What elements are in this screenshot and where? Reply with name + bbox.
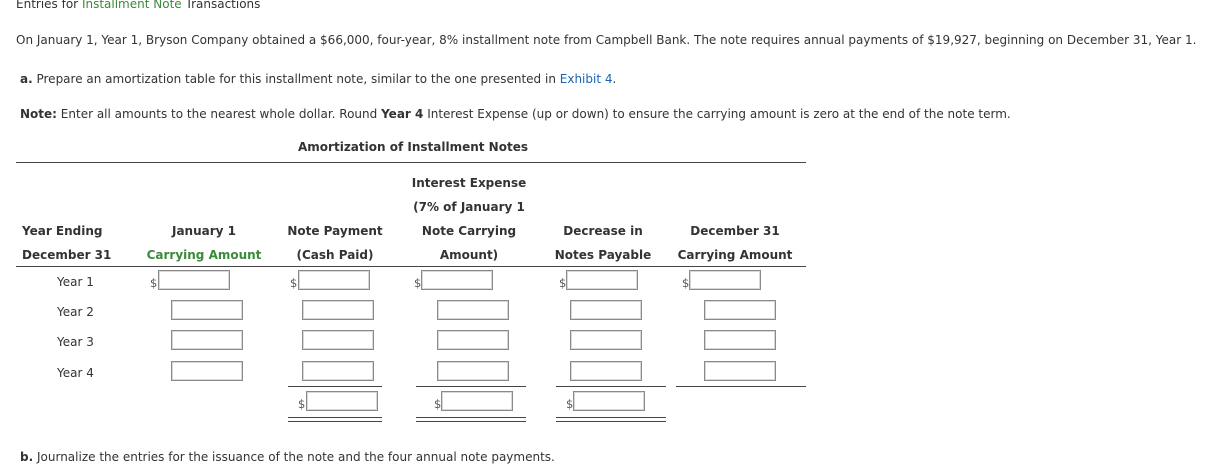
interest-total-double-rule <box>416 417 526 422</box>
col-header-interest-line2: (7% of January 1 <box>413 200 525 214</box>
jan1-carrying-input-year-1[interactable] <box>158 270 230 290</box>
decrease-notes-input-year-4[interactable] <box>570 361 642 381</box>
dollar-sign: $ <box>290 276 298 290</box>
table-caption: Amortization of Installment Notes <box>298 140 528 154</box>
jan1-carrying-input-year-2[interactable] <box>171 300 243 320</box>
note-text-2: Interest Expense (up or down) to ensure … <box>427 107 1011 121</box>
note-bold-year: Year 4 <box>381 107 424 121</box>
row-label-year-4: Year 4 <box>57 366 94 380</box>
interest-expense-input-year-2[interactable] <box>437 300 509 320</box>
dec31-rule <box>676 386 806 387</box>
payment-total-double-rule <box>288 417 382 422</box>
dollar-sign: $ <box>150 276 158 290</box>
interest-expense-input-year-1[interactable] <box>421 270 493 290</box>
jan1-carrying-input-year-4[interactable] <box>171 361 243 381</box>
part-b-label: b. <box>20 450 34 464</box>
col-header-decrease-line2: Notes Payable <box>554 248 652 262</box>
col-header-dec31-line1: December 31 <box>690 224 780 238</box>
note-payment-input-year-1[interactable] <box>298 270 370 290</box>
col-header-payment: Note Payment (Cash Paid) <box>280 219 390 267</box>
col-header-year-ending-line2: December 31 <box>22 248 112 262</box>
dec31-carrying-input-year-1[interactable] <box>689 270 761 290</box>
col-header-decrease-line1: Decrease in <box>563 224 643 238</box>
row-label-year-3: Year 3 <box>57 335 94 349</box>
title-link[interactable]: Installment Note <box>81 0 182 11</box>
payment-total-input[interactable] <box>306 391 378 411</box>
dollar-sign: $ <box>566 397 574 411</box>
decrease-total-input[interactable] <box>573 391 645 411</box>
problem-intro: On January 1, Year 1, Bryson Company obt… <box>16 33 1197 47</box>
dollar-sign: $ <box>559 276 567 290</box>
note-payment-input-year-4[interactable] <box>302 361 374 381</box>
row-label-year-2: Year 2 <box>57 305 94 319</box>
dollar-sign: $ <box>434 397 442 411</box>
page-title: Entries for Installment Note Transaction… <box>16 0 260 11</box>
jan1-carrying-input-year-3[interactable] <box>171 330 243 350</box>
interest-expense-input-year-3[interactable] <box>437 330 509 350</box>
note-text-1: Enter all amounts to the nearest whole d… <box>60 107 378 121</box>
decrease-total-double-rule <box>556 417 666 422</box>
header-bottom-rule <box>16 266 806 267</box>
col-header-interest-line3: Note Carrying <box>421 224 517 238</box>
col-header-dec31-line2: Carrying Amount <box>677 248 793 262</box>
col-header-year-ending: Year Ending December 31 <box>16 219 118 267</box>
dec31-carrying-input-year-2[interactable] <box>704 300 776 320</box>
decrease-notes-input-year-2[interactable] <box>570 300 642 320</box>
col-header-jan1-line2[interactable]: Carrying Amount <box>146 248 262 262</box>
col-header-jan1: January 1 Carrying Amount <box>142 219 266 267</box>
exhibit-link[interactable]: Exhibit 4 <box>559 72 613 86</box>
col-header-decrease: Decrease in Notes Payable <box>550 219 656 267</box>
interest-expense-input-year-4[interactable] <box>437 361 509 381</box>
dollar-sign: $ <box>414 276 422 290</box>
col-header-interest: Interest Expense (7% of January 1 Note C… <box>400 171 538 267</box>
decrease-total-rule <box>556 386 666 387</box>
title-suffix: Transactions <box>185 0 261 11</box>
title-prefix: Entries for <box>16 0 79 11</box>
col-header-year-ending-line1: Year Ending <box>22 224 103 238</box>
note-payment-input-year-3[interactable] <box>302 330 374 350</box>
row-label-year-1: Year 1 <box>57 275 94 289</box>
col-header-interest-line1: Interest Expense <box>411 176 527 190</box>
part-a-end: . <box>612 72 617 86</box>
part-a-text: Prepare an amortization table for this i… <box>36 72 556 86</box>
interest-total-input[interactable] <box>441 391 513 411</box>
col-header-interest-line4: Amount) <box>439 248 499 262</box>
col-header-dec31: December 31 Carrying Amount <box>672 219 798 267</box>
note-instruction: Note: Enter all amounts to the nearest w… <box>20 107 1011 121</box>
col-header-jan1-line1: January 1 <box>171 224 236 238</box>
dec31-carrying-input-year-3[interactable] <box>704 330 776 350</box>
note-label: Note: <box>20 107 57 121</box>
part-a-instruction: a. Prepare an amortization table for thi… <box>20 72 616 86</box>
decrease-notes-input-year-1[interactable] <box>566 270 638 290</box>
part-a-label: a. <box>20 72 33 86</box>
interest-total-rule <box>416 386 526 387</box>
note-payment-input-year-2[interactable] <box>302 300 374 320</box>
decrease-notes-input-year-3[interactable] <box>570 330 642 350</box>
payment-total-rule <box>288 386 382 387</box>
part-b-text: Journalize the entries for the issuance … <box>36 450 555 464</box>
dec31-carrying-input-year-4[interactable] <box>704 361 776 381</box>
dollar-sign: $ <box>682 276 690 290</box>
col-header-payment-line1: Note Payment <box>287 224 383 238</box>
col-header-payment-line2: (Cash Paid) <box>296 248 374 262</box>
part-b-instruction: b. Journalize the entries for the issuan… <box>20 450 555 464</box>
table-top-rule <box>16 162 806 163</box>
dollar-sign: $ <box>298 397 306 411</box>
